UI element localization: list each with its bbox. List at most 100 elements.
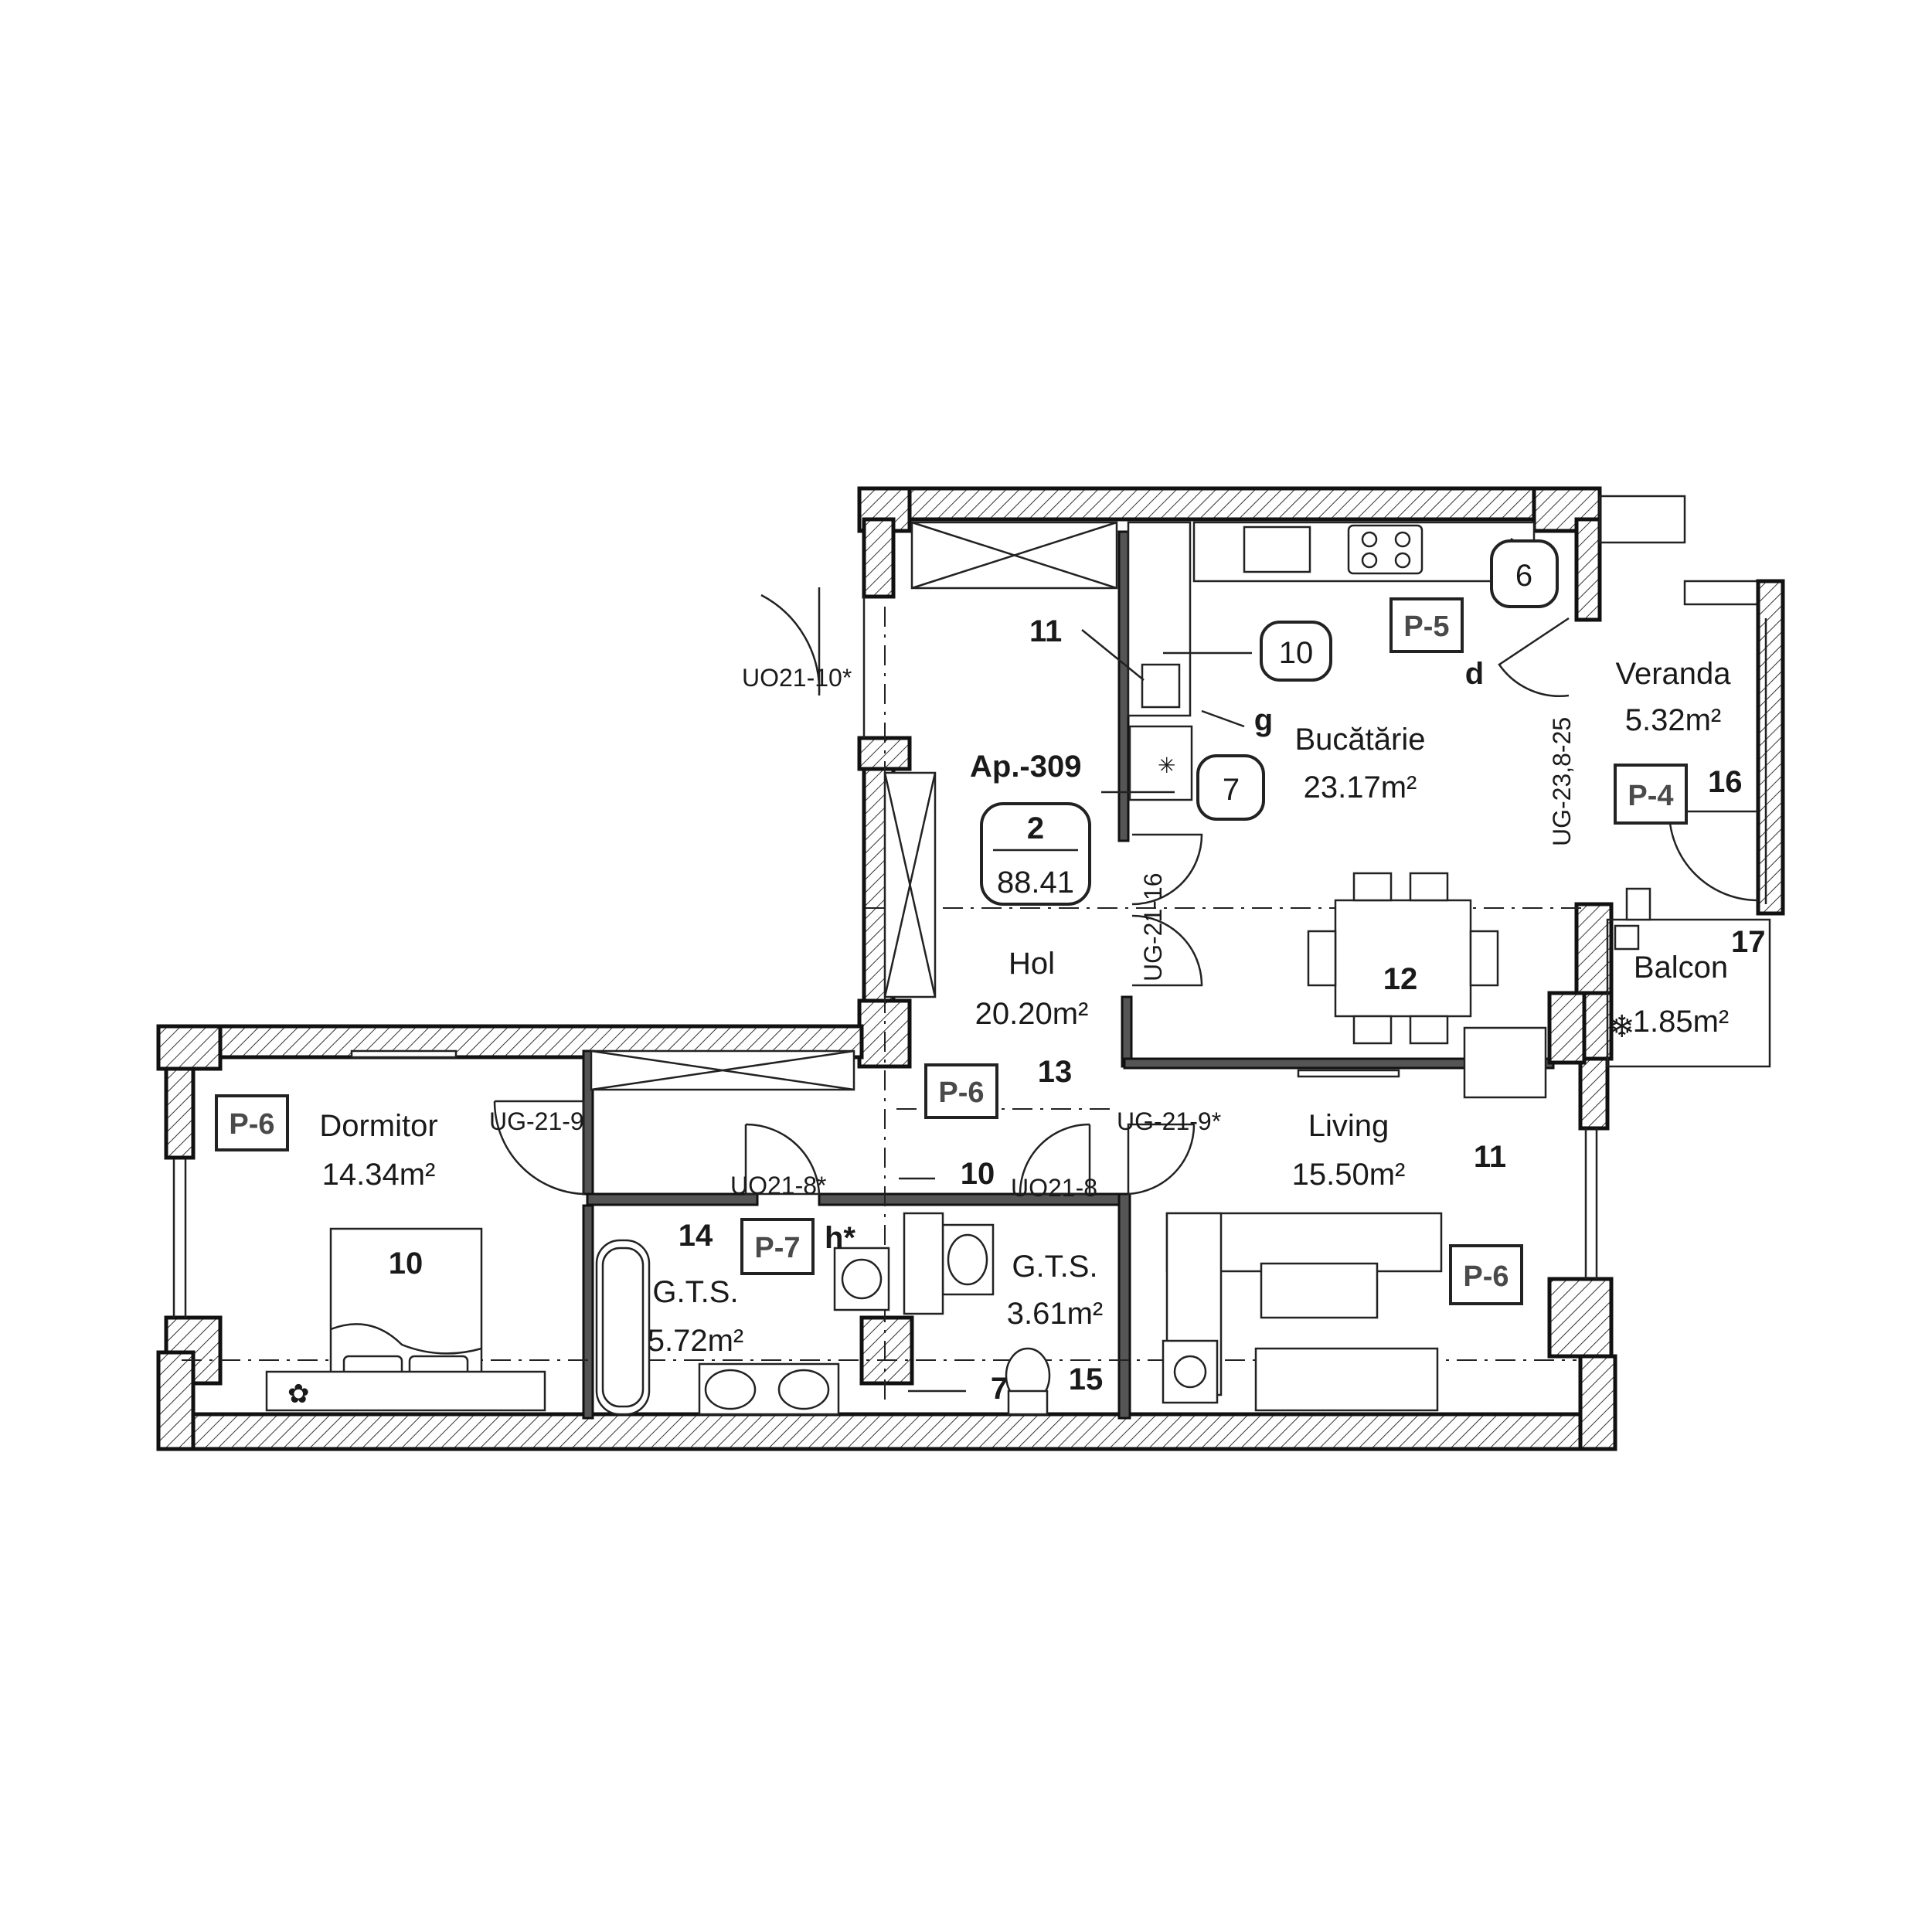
tv-living xyxy=(1297,1069,1400,1078)
wall-hol-living-stub xyxy=(1121,995,1133,1068)
room-gts2-name: G.T.S. xyxy=(1012,1250,1097,1284)
windows xyxy=(172,597,1767,1318)
doors xyxy=(493,587,1759,1196)
room-hol-area: 20.20m² xyxy=(975,997,1089,1031)
chair-icon xyxy=(1352,1015,1393,1045)
wall-veranda-right xyxy=(1756,579,1785,916)
chair-icon xyxy=(1469,930,1499,987)
labels: Ap.-309 2 88.41 Hol 20.20m² Bucătărie 23… xyxy=(215,539,1766,1406)
veranda-parapet-top xyxy=(1598,495,1686,544)
door-entry[interactable] xyxy=(760,587,821,696)
vent-shaft xyxy=(1128,725,1193,801)
marker-15: 15 xyxy=(1069,1362,1104,1396)
vent-asterisk-icon: ✳ xyxy=(1158,753,1175,777)
chair-icon xyxy=(1307,930,1337,987)
wall-bath1-top xyxy=(586,1192,759,1206)
marker-11-hol: 11 xyxy=(1029,614,1062,648)
wall-hol-left-upper xyxy=(862,517,896,599)
cooktop-icon xyxy=(1347,524,1423,575)
door-balcon[interactable] xyxy=(1668,810,1759,902)
room-hol-name: Hol xyxy=(1009,947,1055,981)
shaft-bath xyxy=(903,1212,944,1315)
door-kitchen-lower[interactable] xyxy=(1131,914,1203,987)
door-code-bath2: UO21-8 xyxy=(1011,1174,1097,1202)
panel-tag-p6-dormitor xyxy=(215,1094,289,1151)
circled-6 xyxy=(1490,539,1559,608)
marker-10-hall: 10 xyxy=(961,1157,995,1191)
dining-table xyxy=(1334,899,1472,1018)
marker-17: 17 xyxy=(1731,925,1766,959)
plant-icon: ✿ xyxy=(287,1379,310,1409)
marker-11-living: 11 xyxy=(1474,1140,1506,1174)
ac-unit-icon: ❄ xyxy=(1609,1010,1635,1044)
marker-h: h* xyxy=(825,1221,855,1255)
svg-text:P-4: P-4 xyxy=(1628,780,1673,812)
sink-icon xyxy=(1243,526,1311,573)
wall-bath2-living xyxy=(1117,1192,1131,1420)
panel-tag-p5 xyxy=(1389,597,1464,653)
room-dormitor-area: 14.34m² xyxy=(322,1158,436,1192)
apartment-badge xyxy=(980,802,1091,906)
door-bath2[interactable] xyxy=(1019,1123,1091,1196)
marker-10-dormitor: 10 xyxy=(389,1247,423,1281)
room-veranda-area: 5.32m² xyxy=(1625,703,1722,737)
room-balcon-name: Balcon xyxy=(1634,951,1728,985)
door-code-bath1: UO21-8* xyxy=(730,1172,827,1199)
wall-bedroom-bath xyxy=(582,1204,594,1420)
door-bath1[interactable] xyxy=(744,1123,821,1196)
svg-text:P-6: P-6 xyxy=(938,1077,984,1109)
room-veranda-name: Veranda xyxy=(1615,657,1731,691)
wall-bedroom-top-left xyxy=(156,1024,223,1071)
coffee-table xyxy=(1260,1262,1379,1319)
balcon-drain-icon xyxy=(1614,924,1640,951)
wall-right-pier-lower xyxy=(1547,1277,1614,1359)
room-living-area: 15.50m² xyxy=(1292,1158,1406,1192)
wall-bottom xyxy=(156,1412,1617,1451)
svg-text:P-6: P-6 xyxy=(1463,1260,1509,1293)
svg-text:6: 6 xyxy=(1515,559,1532,593)
circled-7 xyxy=(1196,754,1265,821)
marker-16: 16 xyxy=(1708,765,1743,799)
wall-living-pier xyxy=(1547,991,1587,1065)
sofa-front xyxy=(1254,1347,1439,1412)
door-code-veranda: UG-23,8-25 xyxy=(1548,717,1576,846)
wall-right-upper xyxy=(1578,1056,1610,1131)
door-dormitor[interactable] xyxy=(493,1100,585,1196)
wall-bottom-left-corner xyxy=(156,1350,196,1451)
apartment-label: Ap.-309 xyxy=(970,750,1082,784)
svg-text:10: 10 xyxy=(1279,636,1314,670)
svg-text:7: 7 xyxy=(1223,773,1240,807)
door-veranda[interactable] xyxy=(1498,617,1570,697)
wall-kitchen-right xyxy=(1574,902,1614,995)
door-code-dormitor: UG-21-9 xyxy=(489,1107,584,1135)
wall-top xyxy=(859,486,1602,522)
circled-10 xyxy=(1260,621,1332,682)
panel-tag-p6-hol xyxy=(924,1063,998,1119)
door-code-entry: UO21-10* xyxy=(742,664,852,692)
door-kitchen-upper[interactable] xyxy=(1131,833,1203,906)
svg-text:P-6: P-6 xyxy=(229,1108,274,1141)
apartment-rooms: 2 xyxy=(1027,811,1044,845)
apartment-area: 88.41 xyxy=(997,866,1074,900)
balcon-outline xyxy=(1606,918,1771,1068)
room-bucatarie-name: Bucătărie xyxy=(1295,723,1426,757)
marker-g: g xyxy=(1254,703,1273,737)
room-gts1-area: 5.72m² xyxy=(648,1324,744,1358)
radiator-icon xyxy=(1463,1026,1547,1099)
wall-right-lower xyxy=(1578,1354,1617,1451)
wall-hol-kitchen xyxy=(1117,530,1130,842)
boiler-icon xyxy=(1141,663,1181,709)
room-bucatarie-area: 23.17m² xyxy=(1304,770,1417,804)
room-gts2-area: 3.61m² xyxy=(1007,1297,1104,1331)
marker-14: 14 xyxy=(679,1219,713,1253)
door-living[interactable] xyxy=(1127,1123,1196,1196)
room-living-name: Living xyxy=(1308,1109,1389,1143)
chair-icon xyxy=(1409,1015,1449,1045)
wall-kitchen-right-top xyxy=(1574,517,1602,622)
nightstand-row xyxy=(265,1370,546,1412)
chair-icon xyxy=(1352,872,1393,902)
marker-7: 7 xyxy=(991,1372,1008,1406)
room-gts1-name: G.T.S. xyxy=(652,1275,738,1309)
marker-12: 12 xyxy=(1383,962,1418,996)
